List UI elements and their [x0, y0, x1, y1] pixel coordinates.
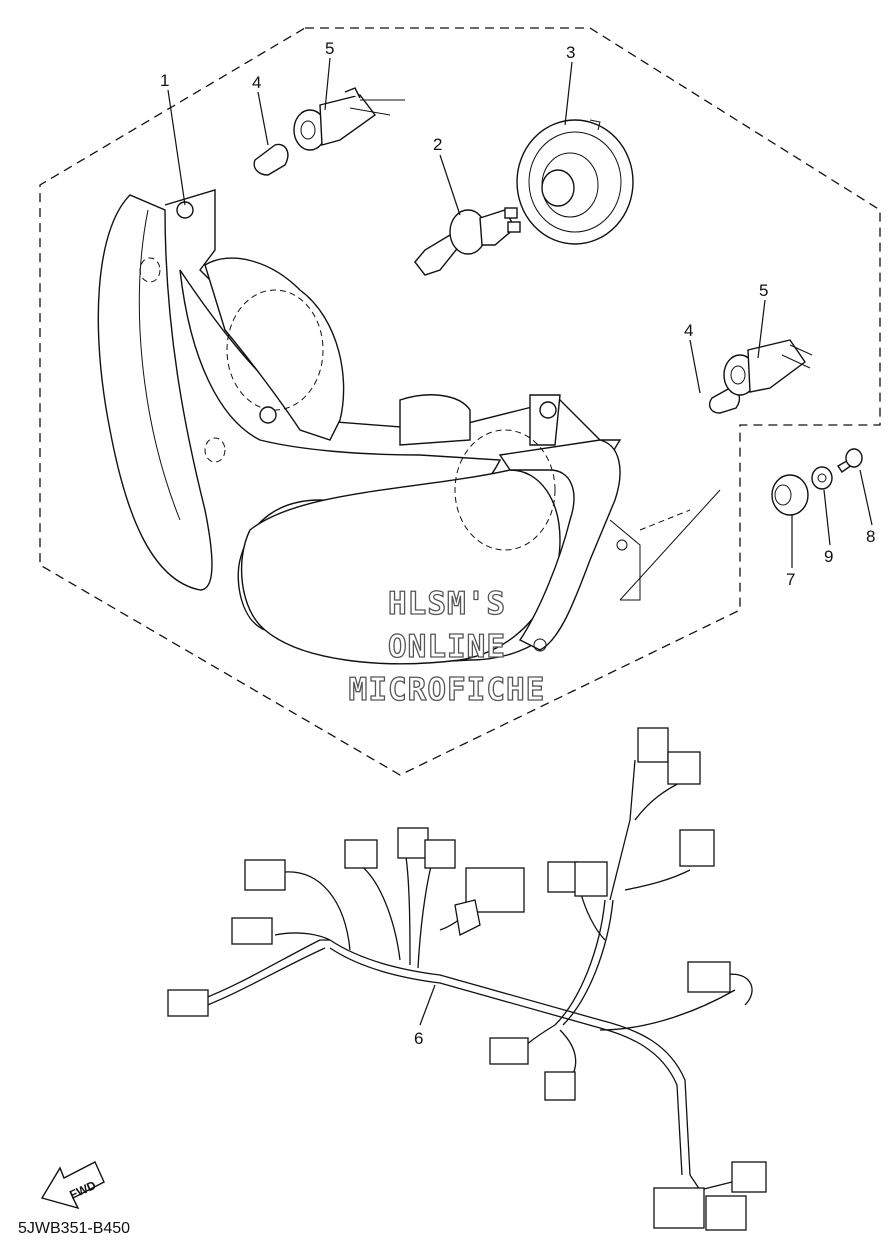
- watermark-line-2: ONLINE: [388, 629, 506, 665]
- leader-5a: [324, 57, 331, 111]
- callout-1: 1: [160, 71, 169, 90]
- callout-5-lower: 5: [759, 281, 768, 300]
- callout-4-upper: 4: [252, 73, 261, 92]
- leader-1: [167, 89, 186, 206]
- callout-4-lower: 4: [684, 321, 693, 340]
- callout-2: 2: [433, 135, 442, 154]
- headlight-reflector-ring: [516, 119, 634, 245]
- callout-6: 6: [414, 1029, 423, 1048]
- headlight-bulb: [414, 207, 521, 276]
- position-bulb-upper: [253, 143, 289, 176]
- callout-3: 3: [566, 43, 575, 62]
- watermark-line-3: MICROFICHE: [349, 672, 546, 708]
- leader-3: [564, 61, 573, 126]
- callout-9: 9: [824, 547, 833, 566]
- leader-4a: [257, 91, 269, 146]
- grommet: [771, 474, 809, 516]
- leader-2: [439, 154, 461, 216]
- diagram-code: 5JWB351-B450: [18, 1220, 130, 1237]
- leader-4b: [689, 339, 701, 394]
- washer: [811, 466, 833, 490]
- bulb-socket-upper: [293, 87, 405, 151]
- wire-harness: [167, 727, 767, 1231]
- assembly-boundary: [39, 27, 881, 776]
- bulb-socket-lower: [723, 339, 813, 396]
- callout-8: 8: [866, 527, 875, 546]
- leader-9: [823, 489, 831, 546]
- leader-8: [859, 469, 873, 526]
- headlight-assembly: [97, 189, 721, 665]
- leader-6: [419, 984, 436, 1026]
- leader-5b: [757, 299, 766, 359]
- fwd-arrow-icon: FWD: [40, 1161, 105, 1210]
- screw: [837, 448, 863, 473]
- watermark-line-1: HLSM'S: [388, 586, 506, 622]
- callout-7: 7: [786, 570, 795, 589]
- callout-5-upper: 5: [325, 39, 334, 58]
